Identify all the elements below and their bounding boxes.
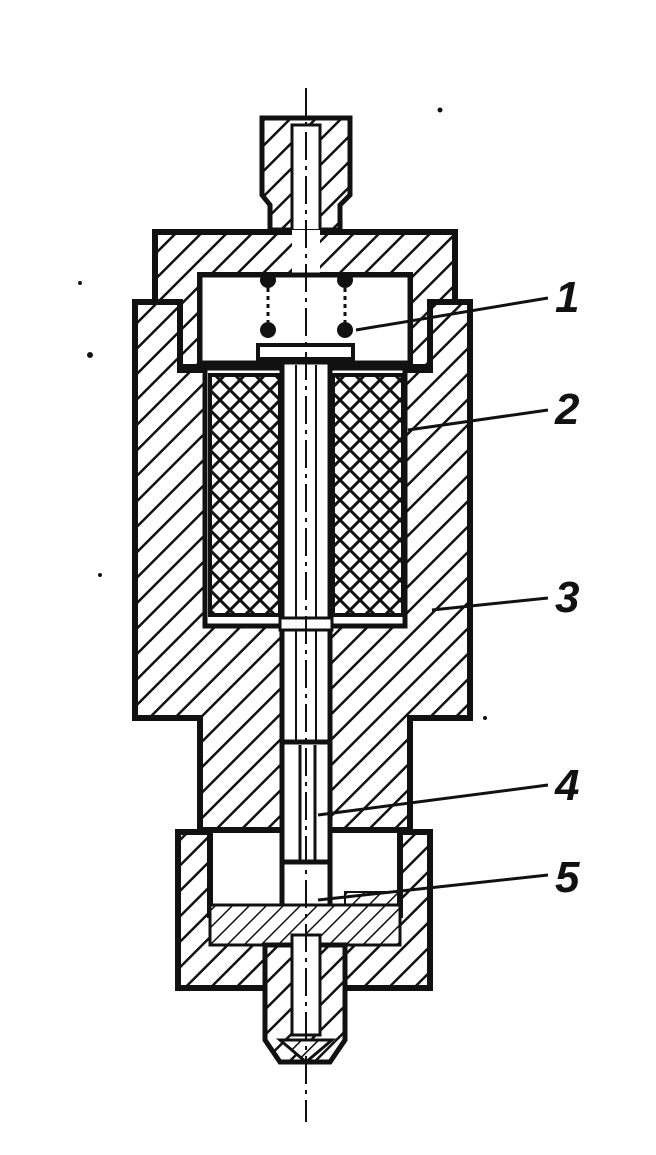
spring-ball-icon	[337, 322, 353, 338]
spring-ball-icon	[260, 322, 276, 338]
part-label-4: 4	[554, 761, 579, 810]
leader-line-2	[407, 408, 549, 432]
leader-line-5	[317, 873, 549, 902]
part-label-2: 2	[554, 385, 580, 434]
part-label-1: 1	[555, 273, 579, 322]
leader-line-3	[431, 596, 549, 612]
spring-ball-icon	[260, 272, 276, 288]
leader-line-1	[355, 296, 549, 332]
leader-line-4	[317, 783, 549, 817]
scan-specks	[78, 107, 487, 720]
spring-ball-icon	[337, 272, 353, 288]
outlet-nozzle	[262, 933, 348, 1065]
part-label-5: 5	[555, 853, 580, 902]
leader-lines	[317, 296, 549, 902]
part-label-3: 3	[555, 573, 579, 622]
coil-winding	[208, 373, 405, 617]
